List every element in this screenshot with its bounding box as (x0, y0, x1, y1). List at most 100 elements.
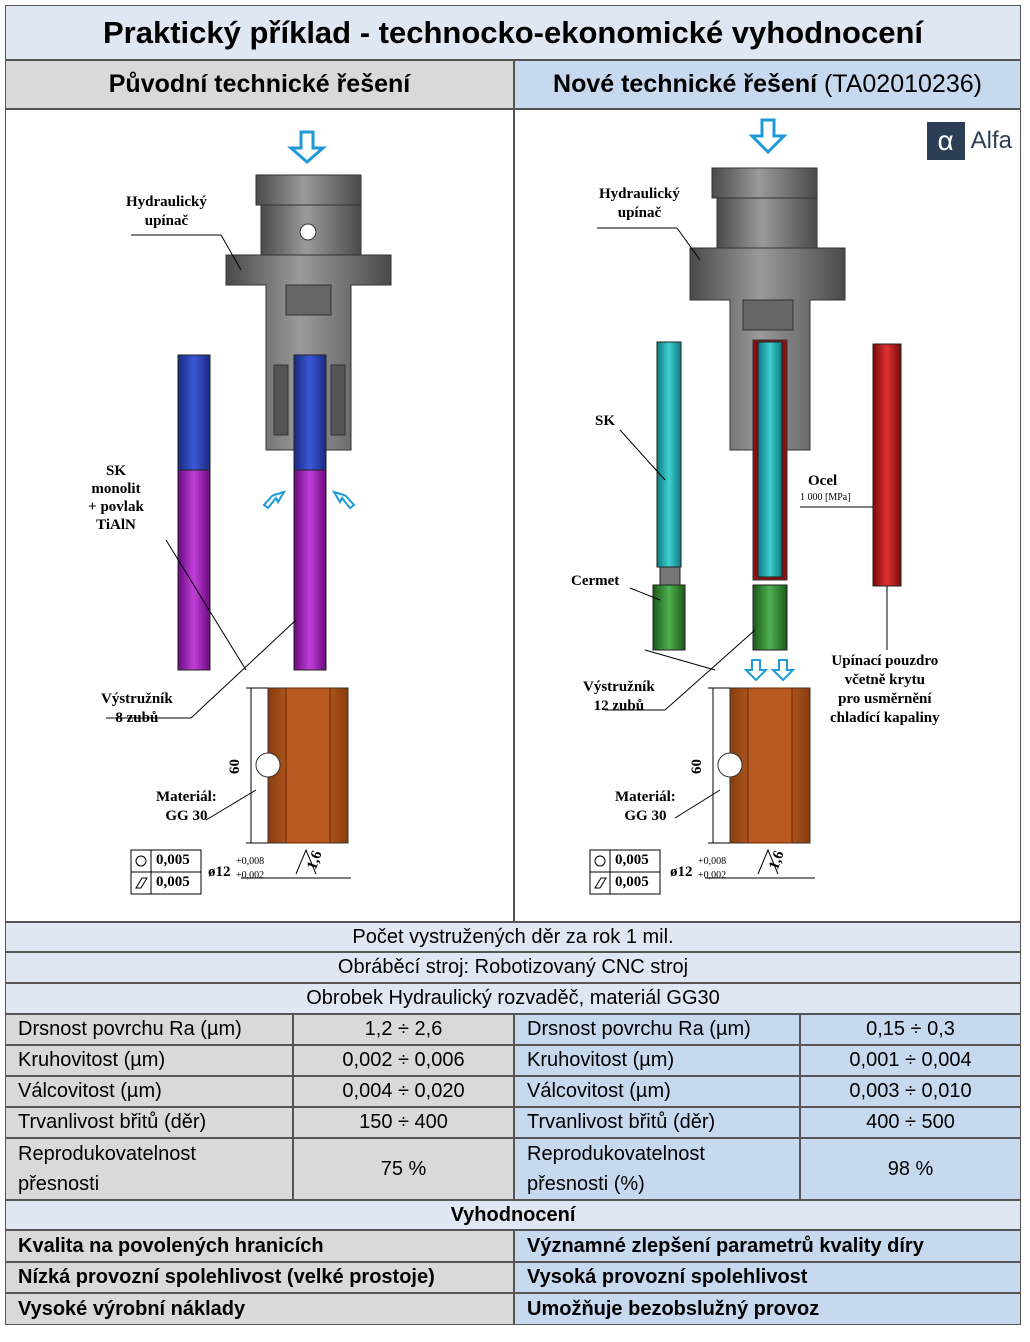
left-dimension-label: 60 (227, 759, 243, 774)
param-value-right-cylindricity: 0,003 ÷ 0,010 (800, 1076, 1021, 1107)
material-block-shape (255, 687, 349, 844)
right-clamp-label: Hydraulický upínač (599, 185, 680, 223)
info-row-holes-text: Počet vystružených děr za rok 1 mil. (352, 925, 674, 948)
info-row-machine-text: Obráběcí stroj: Robotizovaný CNC stroj (337, 956, 689, 978)
evaluation-right-3-text: Umožňuje bezobslužný provoz (527, 1297, 820, 1320)
param-label-left-repeatability: Reprodukovatelnost přesnosti (5, 1138, 293, 1200)
param-value-right-tool-life-text: 400 ÷ 500 (866, 1111, 955, 1133)
page-title-text: Praktický příklad - technocko-ekonomické… (102, 14, 924, 50)
steel-sleeve-shape (872, 343, 902, 587)
left-material-label-line1: Materiál: (156, 789, 217, 805)
left-reamer-label-line1: Výstružník (101, 691, 173, 707)
param-label-right-tool-life: Trvanlivost břitů (děr) (514, 1107, 800, 1138)
right-header-main: Nové technické řešení (553, 70, 818, 98)
param-value-left-roundness-text: 0,002 ÷ 0,006 (342, 1049, 465, 1071)
left-tool-drawing (106, 130, 392, 895)
left-clamp-label-line2: upínač (144, 213, 189, 229)
right-material-block-shape (717, 687, 811, 844)
right-cylindricity-tolerance: 0,005 (615, 874, 649, 890)
left-sk-label: SK monolit + povlak TiAlN (81, 462, 151, 534)
left-cylindricity-tolerance: 0,005 (156, 874, 190, 890)
alfa-logo-symbol: α (937, 125, 954, 156)
right-material-label-line2: GG 30 (624, 808, 667, 824)
right-dimension-label: 60 (689, 759, 705, 774)
left-roundness-tolerance: 0,005 (156, 852, 190, 868)
sleeve-label-line4: chladící kapaliny (830, 710, 940, 726)
evaluation-left-2-text: Nízká provozní spolehlivost (velké prost… (18, 1266, 435, 1288)
param-label-right-roughness-text: Drsnost povrchu Ra (µm) (527, 1018, 751, 1040)
left-material-label: Materiál: GG 30 (156, 788, 217, 826)
right-roundness-tolerance: 0,005 (615, 852, 649, 868)
sleeve-label-line2: včetně krytu (844, 672, 926, 688)
right-column-header: Nové technické řešení (TA02010236) (514, 60, 1021, 109)
param-value-right-tool-life: 400 ÷ 500 (800, 1107, 1021, 1138)
right-reamer-label-line1: Výstružník (583, 679, 655, 695)
info-row-holes: Počet vystružených děr za rok 1 mil. (5, 922, 1021, 952)
right-coolant-arrow-icon (748, 118, 788, 155)
param-label-left-tool-life: Trvanlivost břitů (děr) (5, 1107, 293, 1138)
evaluation-header: Vyhodnocení (5, 1200, 1021, 1230)
right-clamp-label-line1: Hydraulický (599, 186, 680, 202)
left-reamer-label-line2: 8 zubů (115, 710, 159, 726)
sleeve-label-line1: Upínací pouzdro (831, 653, 939, 669)
param-value-right-repeatability: 98 % (800, 1138, 1021, 1200)
param-label-right-tool-life-text: Trvanlivost břitů (děr) (527, 1111, 716, 1133)
mounted-reamer-shape (293, 354, 327, 671)
left-clamp-label: Hydraulický upínač (126, 193, 207, 231)
coolant-arrow-icon (287, 130, 327, 164)
left-sk-label-line1: SK (105, 463, 126, 479)
param-label-right-roundness: Kruhovitost (µm) (514, 1045, 800, 1076)
left-figure: Hydraulický upínač SK monolit + povlak T… (5, 109, 514, 922)
right-diameter-label: ø12 (670, 864, 693, 880)
right-mounted-reamer-shape (752, 341, 788, 651)
param-label-left-roundness-text: Kruhovitost (µm) (18, 1049, 166, 1071)
param-value-left-cylindricity: 0,004 ÷ 0,020 (293, 1076, 514, 1107)
evaluation-right-3: Umožňuje bezobslužný provoz (514, 1293, 1021, 1325)
right-header-code: (TA02010236) (823, 70, 982, 98)
info-row-workpiece-text: Obrobek Hydraulický rozvaděč, materiál G… (306, 987, 720, 1009)
evaluation-left-1: Kvalita na povolených hranicích (5, 1230, 514, 1262)
right-diameter-upper: +0,008 (698, 856, 727, 867)
right-material-label: Materiál: GG 30 (615, 788, 676, 826)
left-diameter-label: ø12 (208, 864, 231, 880)
param-value-left-roughness: 1,2 ÷ 2,6 (293, 1014, 514, 1045)
right-tool-drawing (589, 118, 902, 895)
param-label-left-tool-life-text: Trvanlivost břitů (děr) (18, 1111, 207, 1133)
right-material-label-line1: Materiál: (615, 789, 676, 805)
evaluation-left-2: Nízká provozní spolehlivost (velké prost… (5, 1262, 514, 1293)
param-value-right-roughness: 0,15 ÷ 0,3 (800, 1014, 1021, 1045)
left-sk-label-line3: + povlak (88, 499, 144, 515)
left-sk-label-line4: TiAlN (96, 517, 136, 533)
param-label-right-roughness: Drsnost povrchu Ra (µm) (514, 1014, 800, 1045)
left-header-text: Původní technické řešení (108, 70, 411, 98)
info-row-machine: Obráběcí stroj: Robotizovaný CNC stroj (5, 952, 1021, 983)
left-loose-reamer-shape (177, 354, 211, 671)
cermet-label: Cermet (571, 573, 620, 589)
param-value-left-repeatability-text: 75 % (380, 1157, 427, 1180)
right-loose-reamer-shape (652, 341, 686, 651)
param-value-left-tool-life: 150 ÷ 400 (293, 1107, 514, 1138)
param-value-left-roundness: 0,002 ÷ 0,006 (293, 1045, 514, 1076)
param-value-right-cylindricity-text: 0,003 ÷ 0,010 (849, 1080, 972, 1102)
param-label-right-cylindricity: Válcovitost (µm) (514, 1076, 800, 1107)
alfa-logo: α Alfa (926, 122, 1012, 160)
right-clamp-label-line2: upínač (617, 205, 662, 221)
left-clamp-label-line1: Hydraulický (126, 194, 207, 210)
left-material-label-line2: GG 30 (165, 808, 208, 824)
evaluation-left-3-text: Vysoké výrobní náklady (18, 1297, 246, 1320)
info-row-workpiece: Obrobek Hydraulický rozvaděč, materiál G… (5, 983, 1021, 1014)
param-value-left-cylindricity-text: 0,004 ÷ 0,020 (342, 1080, 465, 1102)
page-title: Praktický příklad - technocko-ekonomické… (5, 5, 1021, 60)
alfa-logo-icon: α (926, 122, 965, 160)
param-label-left-cylindricity: Válcovitost (µm) (5, 1076, 293, 1107)
hydraulic-clamp-shape (225, 174, 392, 451)
param-value-right-roundness: 0,001 ÷ 0,004 (800, 1045, 1021, 1076)
param-label-left-roughness: Drsnost povrchu Ra (µm) (5, 1014, 293, 1045)
evaluation-right-2-text: Vysoká provozní spolehlivost (527, 1266, 808, 1288)
param-value-right-roughness-text: 0,15 ÷ 0,3 (866, 1018, 955, 1040)
param-label-right-repeatability: Reprodukovatelnost přesnosti (%) (514, 1138, 800, 1200)
evaluation-left-3: Vysoké výrobní náklady (5, 1293, 514, 1325)
evaluation-right-2: Vysoká provozní spolehlivost (514, 1262, 1021, 1293)
param-label-left-repeatability-text: Reprodukovatelnost přesnosti (18, 1143, 196, 1195)
